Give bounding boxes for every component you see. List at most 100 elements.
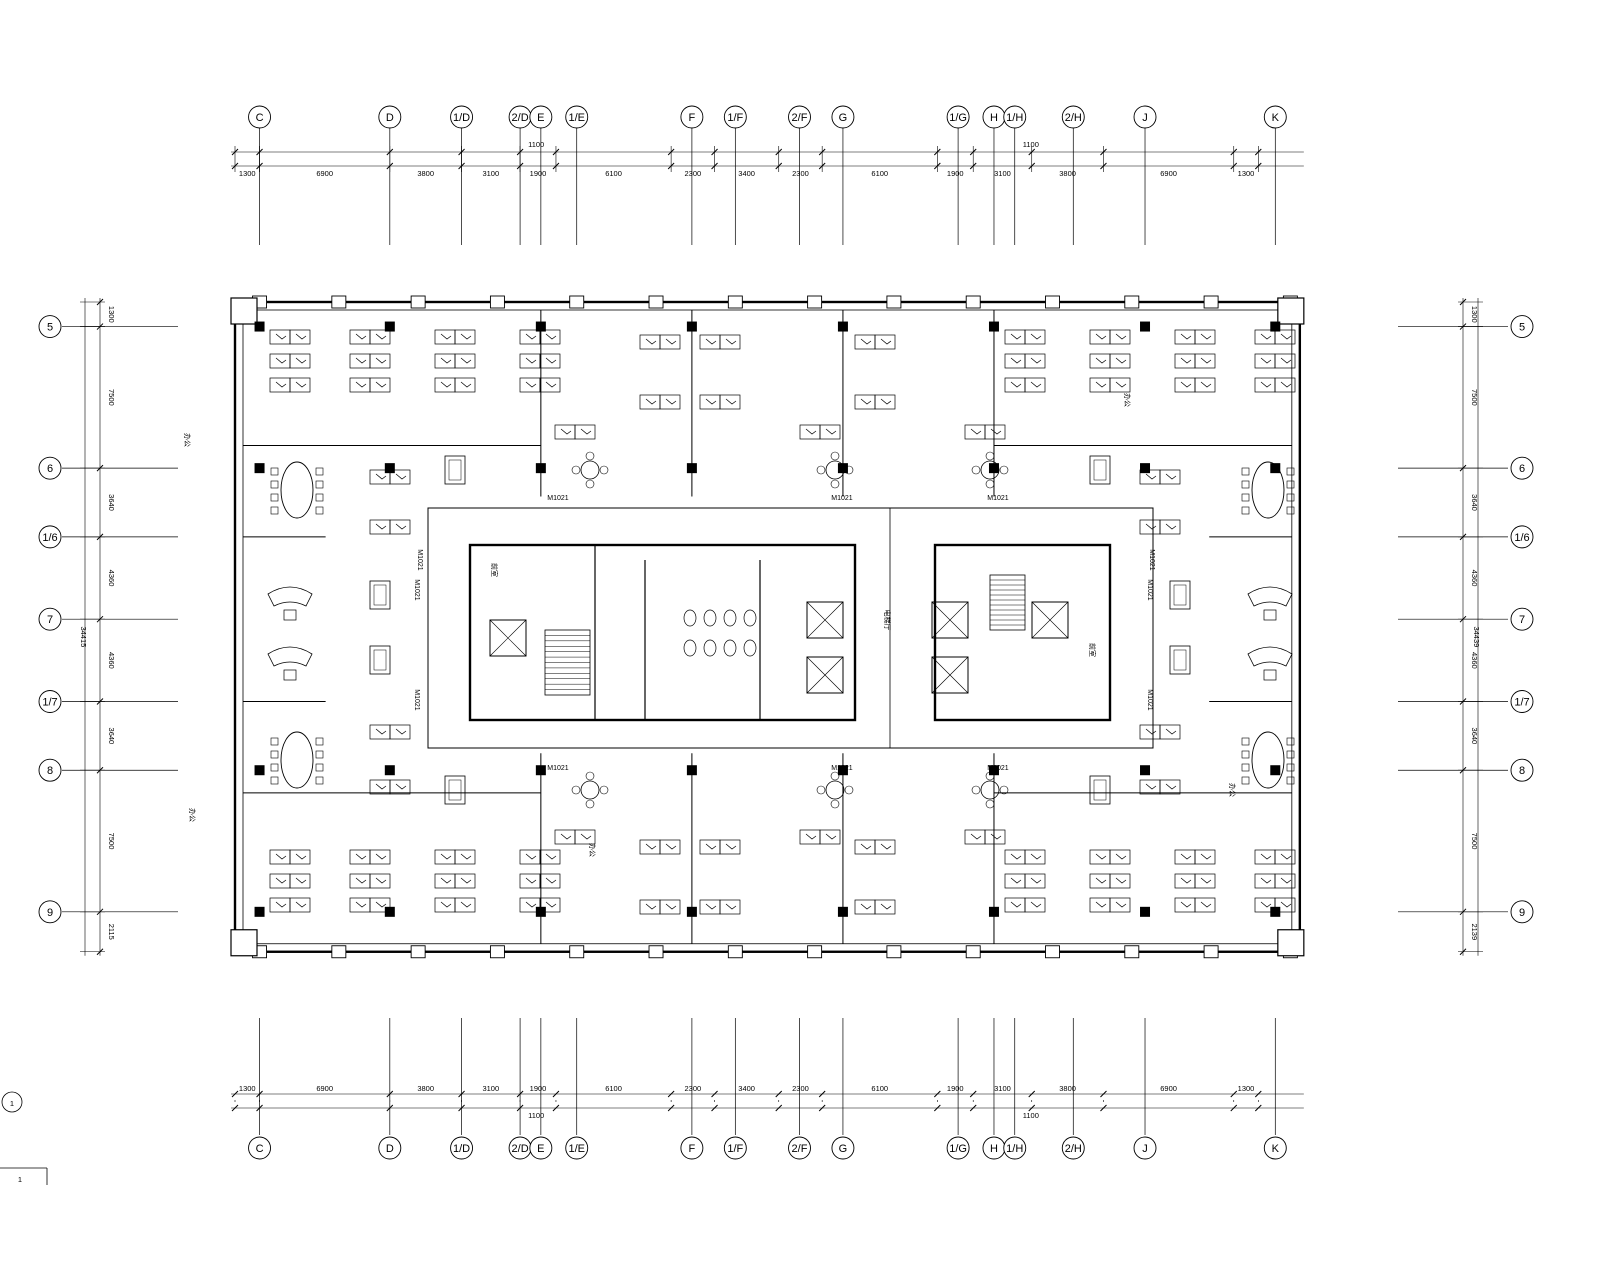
workstation	[1089, 329, 1131, 345]
window-pier	[569, 295, 585, 309]
axis-bubble	[248, 105, 271, 129]
monitor	[1280, 853, 1292, 860]
monitor	[1280, 381, 1292, 388]
monitor	[580, 833, 592, 840]
workstation	[519, 353, 561, 369]
meeting-table	[280, 461, 314, 519]
furniture-layout	[267, 329, 1296, 915]
desk	[289, 353, 311, 369]
dimension-segment: 7500	[1470, 389, 1479, 406]
monitor	[1280, 901, 1292, 908]
monitor	[375, 853, 387, 860]
monitor	[1095, 357, 1107, 364]
dimension-tick	[1230, 148, 1238, 156]
workstation	[854, 839, 896, 855]
monitor	[645, 843, 657, 850]
chair	[985, 771, 995, 781]
monitor	[295, 333, 307, 340]
workstation	[269, 377, 311, 393]
desk	[1194, 873, 1216, 889]
room-label: 办公	[1123, 393, 1132, 407]
dimension-tick	[386, 162, 394, 170]
dimension-segment: 7500	[107, 389, 116, 406]
toilet-fixture	[743, 639, 757, 657]
monitor	[275, 853, 287, 860]
monitor	[860, 843, 872, 850]
toilet-fixture	[683, 609, 697, 627]
dimension-tick	[969, 148, 977, 156]
column-axis-label-bottom: C	[256, 1143, 264, 1155]
monitor	[705, 903, 717, 910]
axis-bubble	[1510, 758, 1534, 782]
desk	[289, 329, 311, 345]
chair	[315, 763, 324, 772]
dimension-tick	[1028, 148, 1036, 156]
desk	[874, 839, 896, 855]
monitor	[375, 357, 387, 364]
dimension-tick	[969, 1104, 977, 1112]
column-axis-label-top: 1/G	[949, 112, 967, 124]
monitor	[1095, 381, 1107, 388]
monitor	[1165, 728, 1177, 735]
monitor	[440, 357, 452, 364]
monitor	[375, 901, 387, 908]
column-axis-label-top: F	[689, 112, 696, 124]
dimension-tick	[1230, 162, 1238, 170]
column-axis-label-bottom: 1/F	[727, 1143, 743, 1155]
toilet-fixture	[723, 609, 737, 627]
window-pier	[886, 295, 902, 309]
workstation	[1139, 779, 1181, 795]
chair	[844, 785, 854, 795]
desk	[1109, 849, 1131, 865]
structural-column	[384, 321, 395, 332]
axis-bubble	[248, 1136, 271, 1160]
axis-bubble	[38, 315, 62, 338]
monitor	[860, 903, 872, 910]
workstation	[269, 849, 311, 865]
dimension-tick	[96, 298, 104, 306]
desk	[1024, 849, 1046, 865]
monitor	[295, 853, 307, 860]
desk	[659, 334, 681, 350]
monitor	[545, 333, 557, 340]
desk	[1024, 897, 1046, 913]
dimension-tick	[1100, 148, 1107, 156]
workstation	[1089, 353, 1131, 369]
dimension-tick	[231, 148, 239, 156]
axis-bubble	[565, 105, 589, 129]
dimension-tick	[96, 908, 104, 916]
monitor	[1200, 853, 1212, 860]
desk	[369, 329, 391, 345]
chair	[270, 750, 279, 759]
monitor	[1200, 333, 1212, 340]
section-mark	[1, 1091, 23, 1113]
dimension-tick	[933, 1104, 941, 1112]
door-tag: M1021	[831, 765, 853, 772]
monitor	[460, 901, 472, 908]
dimension-segment: 3100	[482, 1084, 499, 1093]
desk	[874, 899, 896, 915]
dimension-tick	[256, 1104, 263, 1112]
monitor	[395, 728, 407, 735]
monitor	[880, 843, 892, 850]
window-pier	[727, 295, 743, 309]
desk	[719, 394, 741, 410]
column-axis-label-bottom: G	[839, 1143, 848, 1155]
window-pier	[1124, 945, 1140, 959]
monitor	[1260, 877, 1272, 884]
monitor	[355, 901, 367, 908]
chair	[1241, 763, 1250, 772]
sofa	[444, 455, 466, 485]
dimension-segment: 6100	[871, 1084, 888, 1093]
dimension-tick	[969, 1090, 977, 1098]
core-corridor	[427, 507, 1154, 749]
monitor	[525, 901, 537, 908]
column-axis-label-bottom: E	[537, 1143, 544, 1155]
axis-bubble	[38, 900, 62, 924]
desk	[389, 779, 411, 795]
workstation	[519, 329, 561, 345]
dimension-tick	[1230, 1090, 1238, 1098]
dimension-tick	[516, 1104, 524, 1112]
window-pier	[1124, 295, 1140, 309]
monitor	[725, 398, 737, 405]
